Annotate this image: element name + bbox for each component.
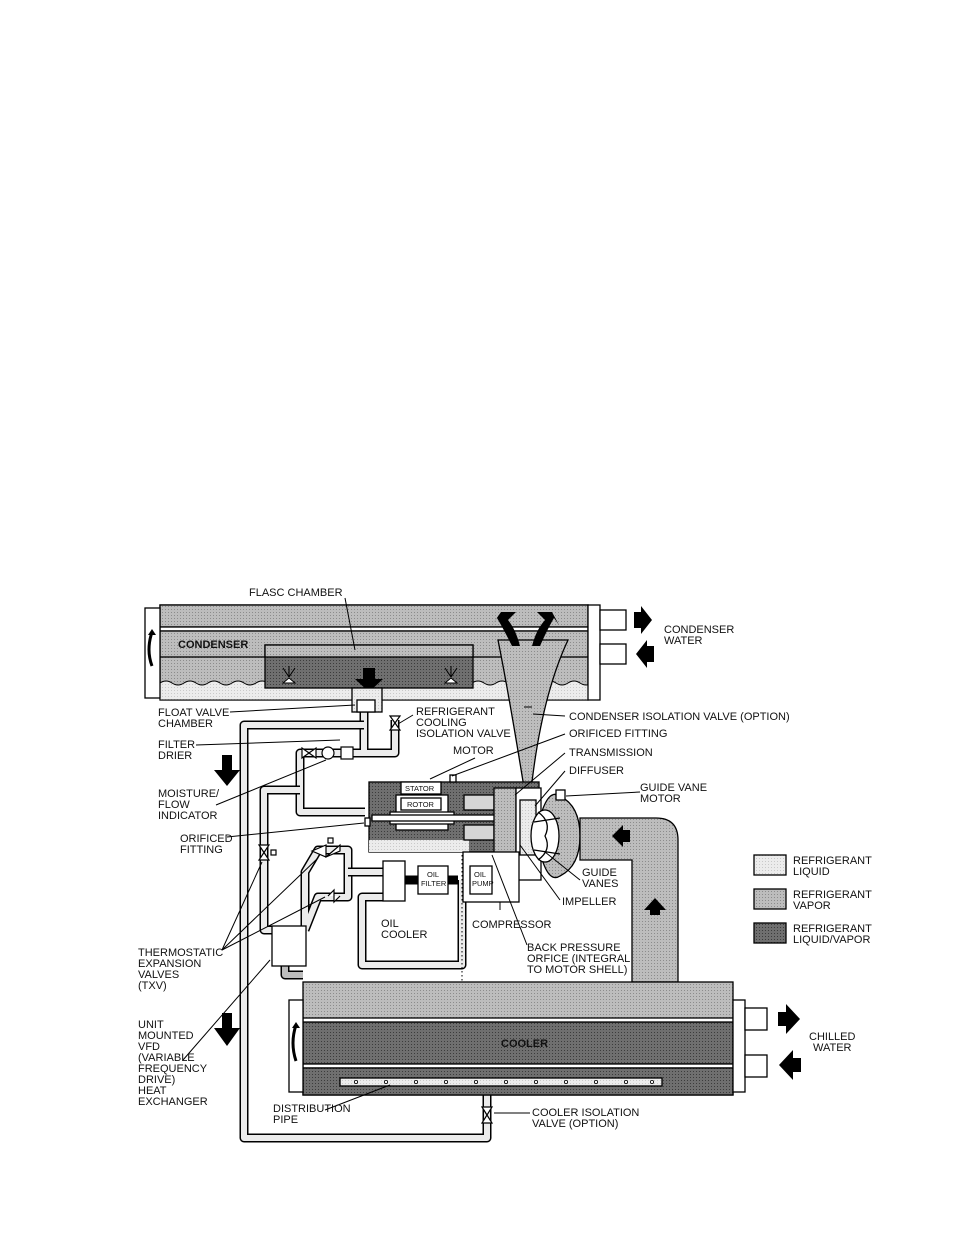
chilled-water-out-arrow: [778, 1004, 800, 1034]
flow-arrow: [355, 668, 383, 692]
oil-filter-label-1: OIL: [427, 870, 439, 879]
moisture-flow-indicator: [321, 746, 335, 760]
spray-nozzle: [281, 666, 297, 684]
compressor-discharge: [492, 612, 570, 801]
label-condenser-isolation-valve: CONDENSER ISOLATION VALVE (OPTION): [569, 711, 790, 723]
leader-lines: [182, 597, 641, 1114]
oil-filter-label-2: FILTER: [421, 879, 447, 888]
txv-valve: [310, 843, 341, 858]
oil-pump-label-1: OIL: [474, 870, 486, 879]
label-flasc-chamber: FLASC CHAMBER: [249, 587, 343, 599]
valves: [257, 715, 494, 1124]
liquid-flow-arrow: [214, 1013, 240, 1046]
legend-swatch-liquid: [753, 854, 787, 876]
cooler: COOLER: [288, 981, 768, 1096]
vfd-heat-exchanger: [271, 925, 307, 967]
filter-drier-valve: [301, 746, 317, 760]
label-motor: MOTOR: [453, 745, 494, 757]
flow-arrow: [644, 898, 666, 915]
label-compressor: COMPRESSOR: [472, 919, 552, 931]
label-diffuser: DIFFUSER: [569, 765, 624, 777]
impeller-guide-vanes: [530, 789, 581, 879]
txv-valve: [257, 844, 271, 861]
flow-arrow: [612, 825, 630, 847]
cooler-isolation-valve: [480, 1106, 494, 1124]
legend-swatch-vapor: [753, 888, 787, 910]
condenser-name: CONDENSER: [178, 639, 248, 651]
chilled-water-in-arrow: [779, 1050, 801, 1080]
condenser-water-out-arrow: [634, 606, 652, 634]
label-orificed-fitting-top: ORIFICED FITTING: [569, 728, 667, 740]
flasc-chamber: [264, 644, 474, 713]
suction-duct: [579, 817, 679, 983]
rotor-label: ROTOR: [407, 800, 435, 809]
spray-nozzle: [443, 666, 459, 684]
refrigerant-cooling-isolation-valve: [388, 715, 402, 731]
distribution-holes: [353, 1080, 655, 1085]
cooler-name: COOLER: [501, 1038, 548, 1050]
oil-pump-label-2: PUMP: [472, 879, 494, 888]
filter-drier: [340, 746, 354, 760]
refrigerant-piping: [239, 712, 492, 1143]
label-impeller: IMPELLER: [562, 896, 616, 908]
txv-valve: [327, 888, 341, 904]
legend-swatch-liquid-vapor: [753, 922, 787, 944]
stator-label: STATOR: [405, 784, 435, 793]
label-transmission: TRANSMISSION: [569, 747, 653, 759]
condenser-water-in-arrow: [636, 640, 654, 668]
liquid-flow-arrow: [214, 755, 240, 786]
